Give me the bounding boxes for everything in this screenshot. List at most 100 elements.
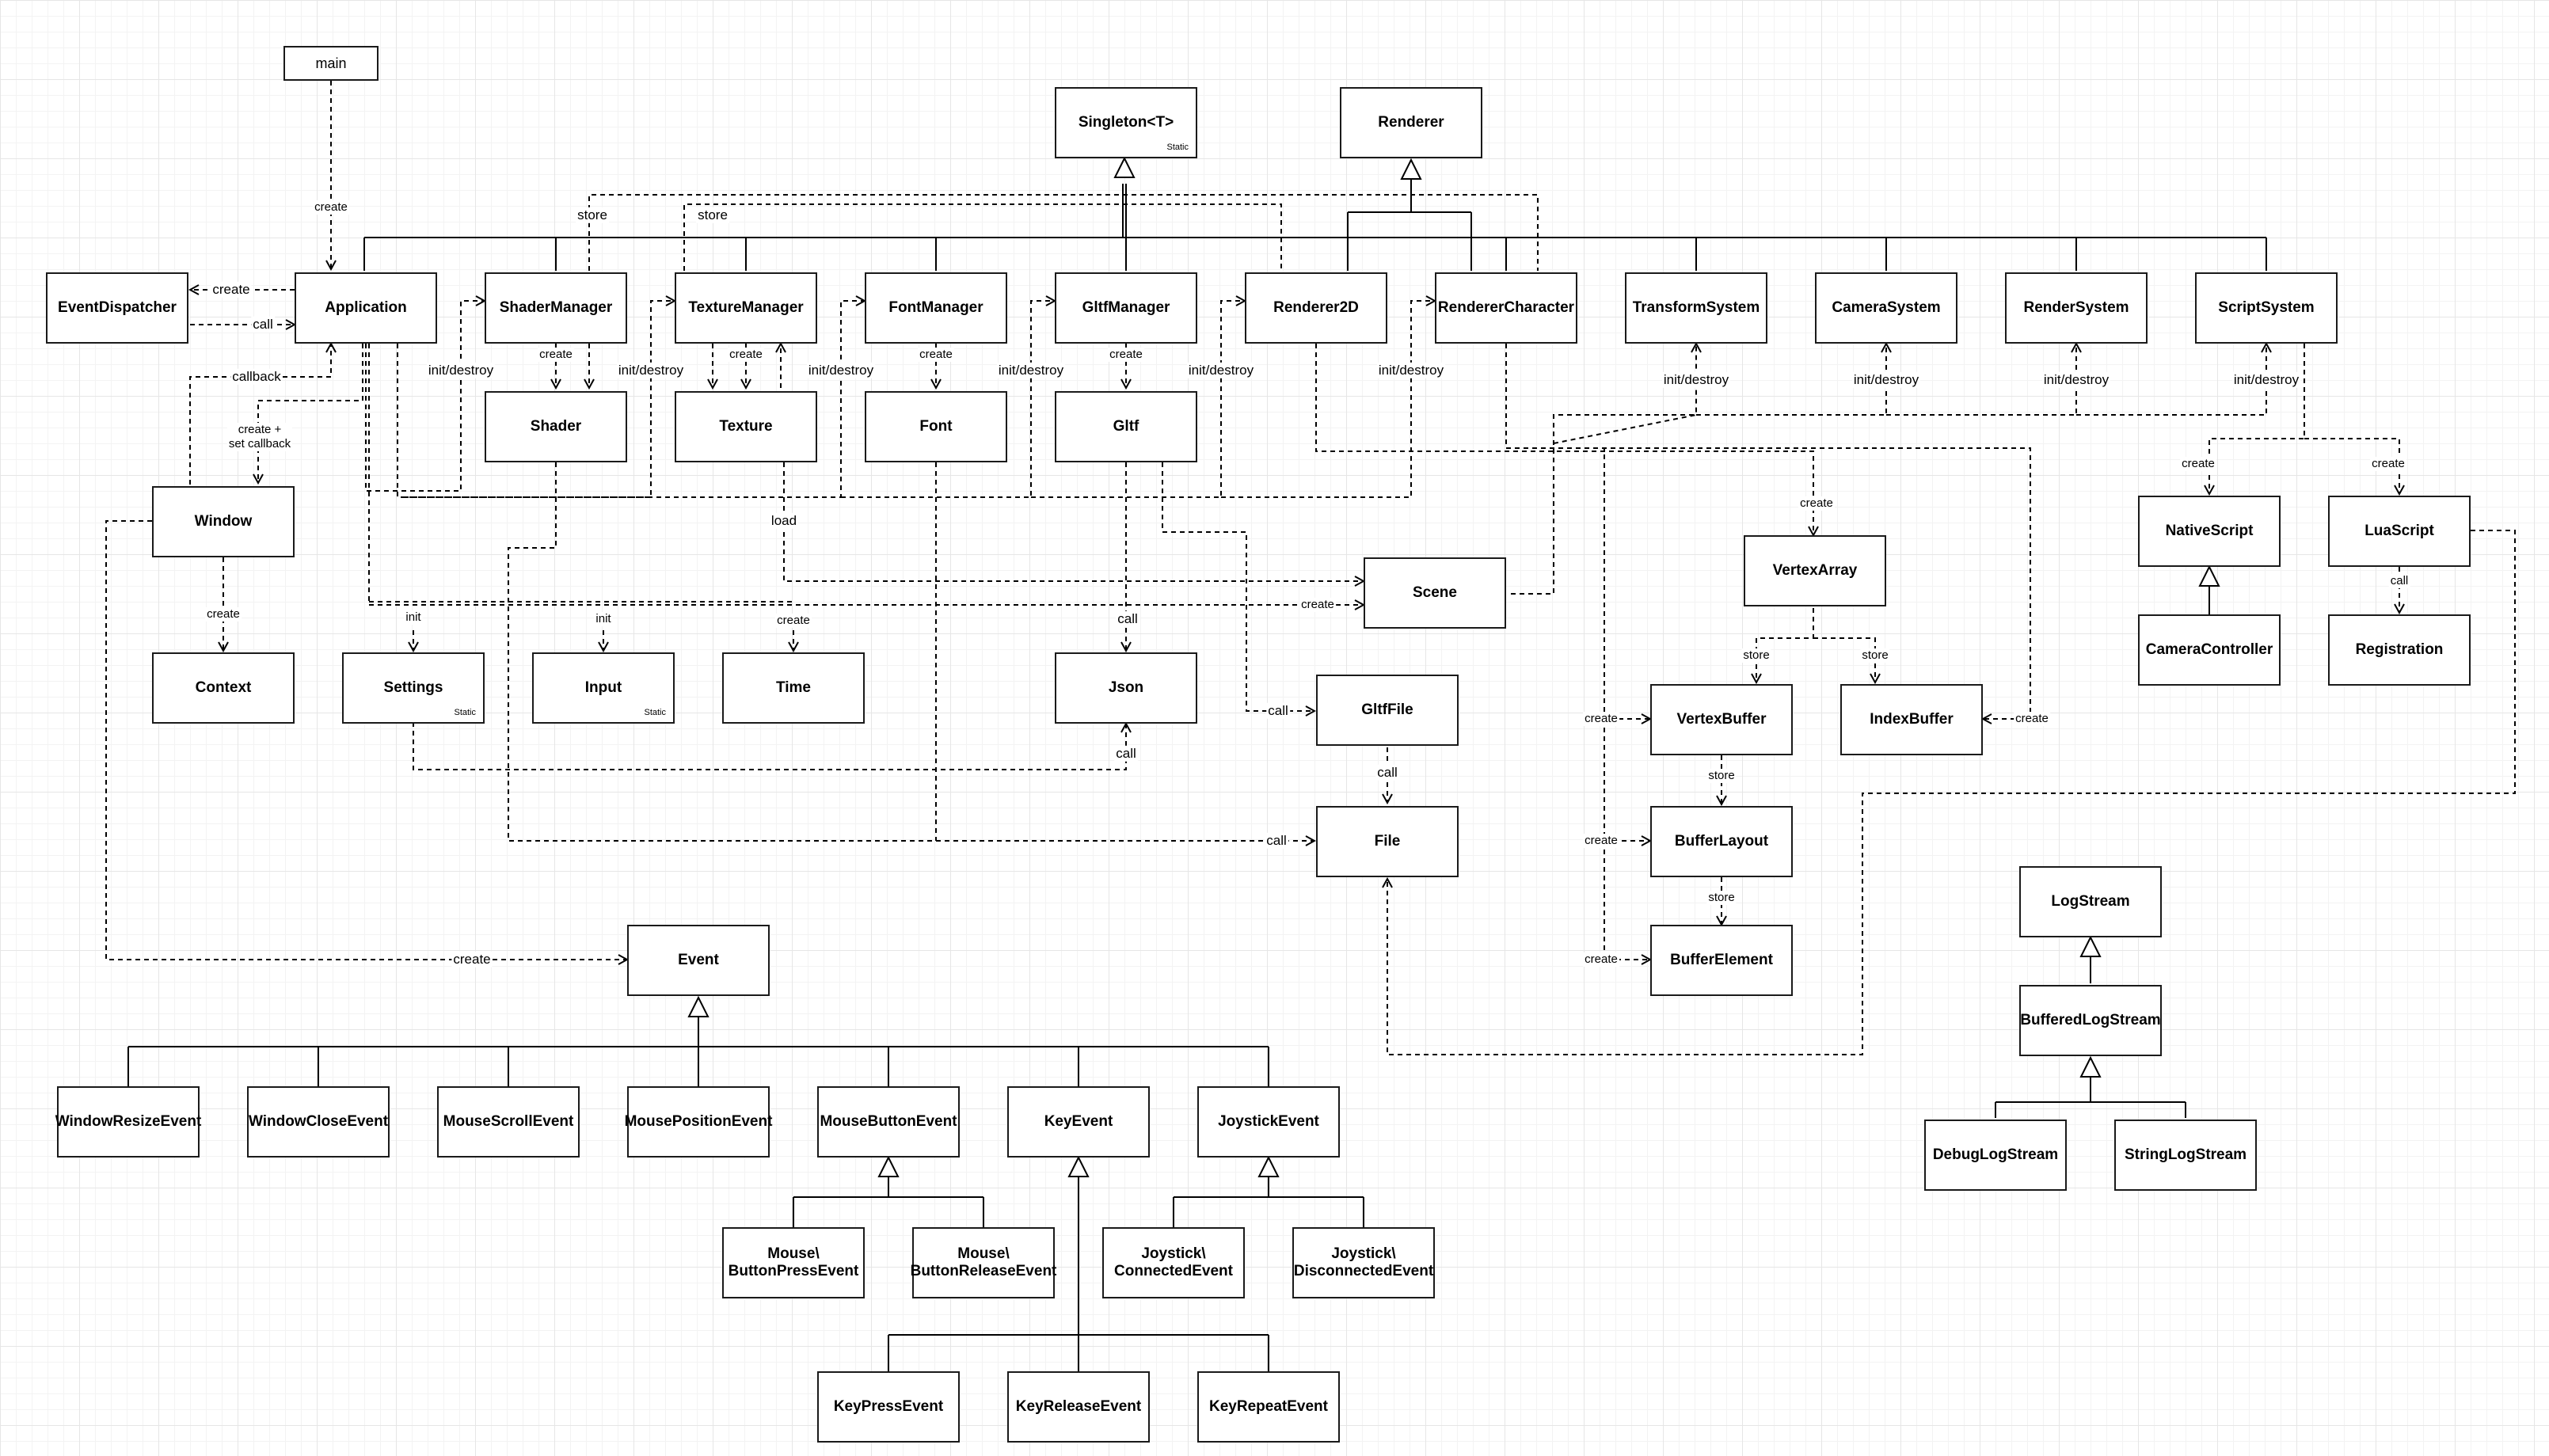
class-camera-system[interactable]: CameraSystem	[1815, 272, 1957, 344]
class-renderer2d[interactable]: Renderer2D	[1245, 272, 1387, 344]
class-lua-script[interactable]: LuaScript	[2328, 496, 2471, 567]
renderer-triangle-icon	[1400, 158, 1422, 180]
class-key-event[interactable]: KeyEvent	[1007, 1086, 1150, 1158]
class-key-repeat-event[interactable]: KeyRepeatEvent	[1197, 1371, 1340, 1443]
class-json[interactable]: Json	[1055, 652, 1197, 724]
edge-label-time-create: create	[775, 614, 812, 628]
class-script-system[interactable]: ScriptSystem	[2195, 272, 2338, 344]
edge-label-load: load	[769, 512, 799, 530]
class-time[interactable]: Time	[722, 652, 865, 724]
edge-label-input-init: init	[594, 612, 613, 626]
class-buffer-element[interactable]: BufferElement	[1650, 925, 1793, 996]
class-gltf-file[interactable]: GltfFile	[1316, 675, 1459, 746]
edge-label-shader-store: store	[576, 207, 609, 224]
edge-label-window-create: create + set callback	[226, 423, 293, 451]
edge-label-init-destroy-font: init/destroy	[806, 362, 876, 379]
class-gltf-manager[interactable]: GltfManager	[1055, 272, 1197, 344]
class-input[interactable]: Input Static	[532, 652, 675, 724]
edge-label-init-destroy-gltf: init/destroy	[996, 362, 1066, 379]
class-registration[interactable]: Registration	[2328, 614, 2471, 686]
class-joystick-event[interactable]: JoystickEvent	[1197, 1086, 1340, 1158]
edge-label-event-create: create	[451, 951, 493, 968]
class-vertex-buffer[interactable]: VertexBuffer	[1650, 684, 1793, 755]
class-joystick-disconnected-event[interactable]: Joystick\ DisconnectedEvent	[1292, 1227, 1435, 1298]
edge-label-dispatcher-call: call	[251, 316, 275, 333]
edge-label-indexbuffer-create: create	[2014, 712, 2050, 726]
edge-label-context-create: create	[205, 607, 242, 622]
class-shader-manager[interactable]: ShaderManager	[485, 272, 627, 344]
settings-label: Settings	[383, 679, 443, 697]
class-font[interactable]: Font	[865, 391, 1007, 462]
class-event[interactable]: Event	[627, 925, 770, 996]
keyevent-triangle-icon	[1067, 1155, 1090, 1177]
class-file[interactable]: File	[1316, 806, 1459, 877]
class-texture-manager[interactable]: TextureManager	[675, 272, 817, 344]
edge-label-vertexbuffer-store: store	[1741, 648, 1771, 663]
class-camera-controller[interactable]: CameraController	[2138, 614, 2281, 686]
edge-label-settings-json-call: call	[1114, 745, 1138, 762]
edge-label-nativescript-create: create	[2180, 457, 2216, 471]
class-mouse-button-press-event[interactable]: Mouse\ ButtonPressEvent	[722, 1227, 865, 1298]
class-mouse-button-release-event[interactable]: Mouse\ ButtonReleaseEvent	[911, 1227, 1056, 1298]
edge-label-texture-store: store	[696, 207, 729, 224]
class-key-release-event[interactable]: KeyReleaseEvent	[1007, 1371, 1150, 1443]
edge-label-init-destroy-camera: init/destroy	[1851, 371, 1921, 389]
inheritance-lines	[127, 156, 2267, 1371]
edge-label-init-destroy-renderer-character: init/destroy	[1376, 362, 1446, 379]
edge-label-vertexbuffer-create: create	[1583, 712, 1619, 726]
class-window-resize-event[interactable]: WindowResizeEvent	[55, 1086, 201, 1158]
settings-stereotype: Static	[454, 708, 476, 718]
class-shader[interactable]: Shader	[485, 391, 627, 462]
edge-label-bufferelement-store: store	[1706, 891, 1737, 905]
class-application[interactable]: Application	[295, 272, 437, 344]
edge-label-file-call: call	[1265, 832, 1288, 850]
edge-label-init-destroy-script: init/destroy	[2231, 371, 2301, 389]
class-render-system[interactable]: RenderSystem	[2005, 272, 2148, 344]
class-event-dispatcher[interactable]: EventDispatcher	[46, 272, 188, 344]
class-buffer-layout[interactable]: BufferLayout	[1650, 806, 1793, 877]
edge-label-bufferlayout-create: create	[1583, 834, 1619, 848]
edge-label-registration-call: call	[2388, 574, 2410, 588]
class-transform-system[interactable]: TransformSystem	[1625, 272, 1767, 344]
class-mouse-button-event[interactable]: MouseButtonEvent	[817, 1086, 960, 1158]
class-texture[interactable]: Texture	[675, 391, 817, 462]
singleton-label: Singleton<T>	[1078, 114, 1174, 131]
class-window-close-event[interactable]: WindowCloseEvent	[247, 1086, 390, 1158]
edge-label-init-destroy-transform: init/destroy	[1661, 371, 1731, 389]
class-native-script[interactable]: NativeScript	[2138, 496, 2281, 567]
class-mouse-position-event[interactable]: MousePositionEvent	[625, 1086, 772, 1158]
class-renderer-character[interactable]: RendererCharacter	[1435, 272, 1577, 344]
class-font-manager[interactable]: FontManager	[865, 272, 1007, 344]
class-gltf[interactable]: Gltf	[1055, 391, 1197, 462]
class-joystick-connected-event[interactable]: Joystick\ ConnectedEvent	[1102, 1227, 1245, 1298]
class-vertex-array[interactable]: VertexArray	[1744, 535, 1886, 606]
class-string-log-stream[interactable]: StringLogStream	[2114, 1120, 2257, 1191]
class-buffered-log-stream[interactable]: BufferedLogStream	[2019, 985, 2162, 1056]
nativescript-triangle-icon	[2198, 565, 2220, 587]
class-mouse-scroll-event[interactable]: MouseScrollEvent	[437, 1086, 580, 1158]
class-debug-log-stream[interactable]: DebugLogStream	[1924, 1120, 2067, 1191]
class-log-stream[interactable]: LogStream	[2019, 866, 2162, 937]
class-renderer[interactable]: Renderer	[1340, 87, 1482, 158]
singleton-stereotype: Static	[1166, 143, 1189, 153]
edge-label-main-create: create	[313, 200, 349, 215]
class-singleton[interactable]: Singleton<T> Static	[1055, 87, 1197, 158]
class-index-buffer[interactable]: IndexBuffer	[1840, 684, 1983, 755]
dependency-lines	[105, 81, 2516, 1055]
input-stereotype: Static	[644, 708, 666, 718]
class-main[interactable]: main	[283, 46, 379, 81]
edge-label-bufferelement-create: create	[1583, 952, 1619, 967]
edge-label-init-destroy-renderer2d: init/destroy	[1186, 362, 1256, 379]
joystick-triangle-icon	[1257, 1155, 1280, 1177]
class-window[interactable]: Window	[152, 486, 295, 557]
mousebutton-triangle-icon	[877, 1155, 900, 1177]
class-context[interactable]: Context	[152, 652, 295, 724]
edge-label-texture-create: create	[728, 348, 764, 362]
edge-label-init-destroy-texture: init/destroy	[616, 362, 686, 379]
edge-label-indexbuffer-store: store	[1860, 648, 1890, 663]
class-scene[interactable]: Scene	[1364, 557, 1506, 629]
edge-label-gltf-file-call: call	[1266, 702, 1290, 720]
class-settings[interactable]: Settings Static	[342, 652, 485, 724]
class-key-press-event[interactable]: KeyPressEvent	[817, 1371, 960, 1443]
